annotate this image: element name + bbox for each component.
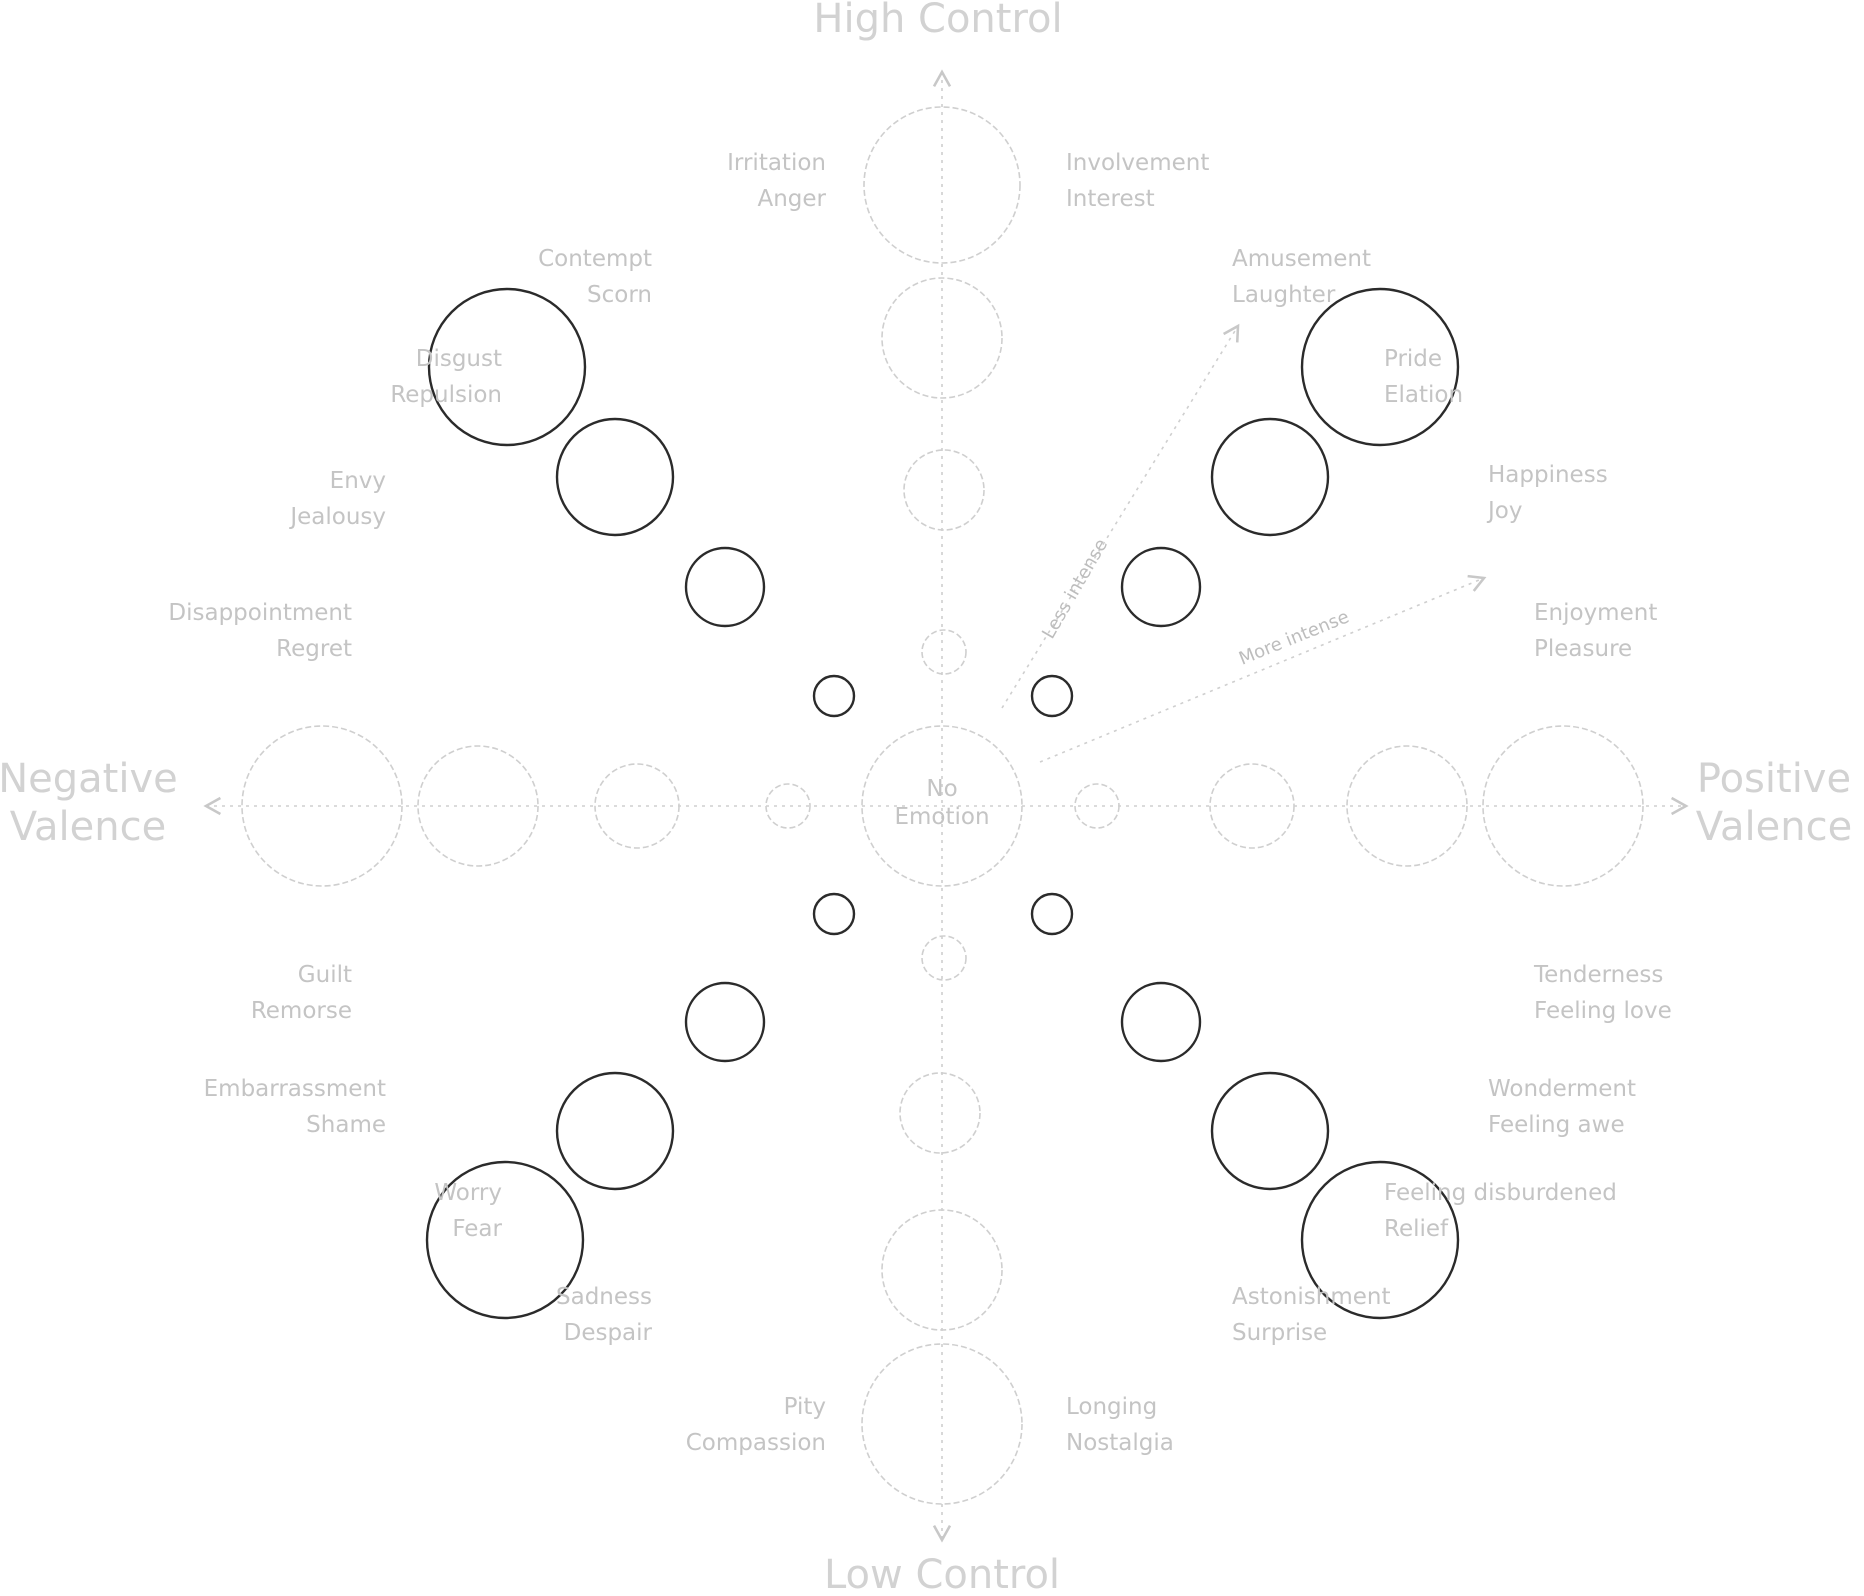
- label-longing-1: Longing: [1066, 1394, 1157, 1420]
- label-contempt-2: Scorn: [587, 282, 652, 308]
- label-pity-1: Pity: [784, 1394, 826, 1420]
- lower-left-circle-2: [684, 981, 766, 1063]
- high-control-circle-2: [903, 449, 985, 531]
- label-embarrassment-2: Shame: [306, 1112, 386, 1138]
- label-enjoyment-2: Pleasure: [1534, 636, 1632, 662]
- lower-left-circle-3: [555, 1071, 675, 1191]
- high-control-circle-4: [863, 106, 1021, 264]
- upper-left-circle-1: [812, 674, 856, 718]
- label-irritation-2: Anger: [757, 186, 826, 212]
- center-label-2: Emotion: [894, 804, 989, 830]
- less-intense-label: Less intense: [1038, 535, 1112, 642]
- lower-right-circle-4: [1300, 1160, 1460, 1320]
- center-label-1: No: [926, 776, 957, 802]
- low-control-circle-3: [881, 1209, 1003, 1331]
- label-pride-2: Elation: [1384, 382, 1463, 408]
- label-contempt-1: Contempt: [538, 246, 652, 272]
- upper-right-circle-3: [1210, 417, 1330, 537]
- upper-left-circle-2: [684, 546, 766, 628]
- upper-right-circle-2: [1120, 546, 1202, 628]
- negative-circle-4: [241, 725, 403, 887]
- label-disgust-2: Repulsion: [390, 382, 502, 408]
- label-tenderness-1: Tenderness: [1533, 962, 1663, 988]
- label-happiness-1: Happiness: [1488, 462, 1608, 488]
- positive-circle-1: [1074, 783, 1120, 829]
- axis-label-right-2: Valence: [1696, 804, 1852, 850]
- label-guilt-2: Remorse: [251, 998, 352, 1024]
- axis-label-top: High Control: [813, 0, 1062, 42]
- axis-label-bottom: Low Control: [824, 1552, 1060, 1596]
- label-involvement-1: Involvement: [1066, 150, 1209, 176]
- negative-circle-2: [594, 763, 680, 849]
- label-disappointment-1: Disappointment: [168, 600, 352, 626]
- label-relief-1: Feeling disburdened: [1384, 1180, 1617, 1206]
- lower-right-circle-1: [1030, 892, 1074, 936]
- label-guilt-1: Guilt: [298, 962, 352, 988]
- positive-circle-2: [1209, 763, 1295, 849]
- axis-label-left-2: Valence: [10, 804, 166, 850]
- lower-right-circle-3: [1210, 1071, 1330, 1191]
- label-disgust-1: Disgust: [416, 346, 502, 372]
- lower-right-circle-2: [1120, 981, 1202, 1063]
- low-control-circle-2: [899, 1072, 981, 1154]
- high-control-circle-3: [881, 277, 1003, 399]
- negative-circle-1: [765, 783, 811, 829]
- label-worry-1: Worry: [434, 1180, 502, 1206]
- label-pride-1: Pride: [1384, 346, 1442, 372]
- label-longing-2: Nostalgia: [1066, 1430, 1174, 1456]
- lower-left-circle-1: [812, 892, 856, 936]
- low-control-circle-1: [921, 935, 967, 981]
- label-sadness-1: Sadness: [556, 1284, 652, 1310]
- label-wonderment-2: Feeling awe: [1488, 1112, 1625, 1138]
- label-astonishment-2: Surprise: [1232, 1320, 1327, 1346]
- less-intense-arrow: [1001, 323, 1240, 709]
- label-happiness-2: Joy: [1486, 498, 1522, 524]
- low-control-circle-4: [861, 1343, 1023, 1505]
- label-embarrassment-1: Embarrassment: [204, 1076, 386, 1102]
- label-disappointment-2: Regret: [276, 636, 352, 662]
- axis-label-right-1: Positive: [1697, 756, 1851, 802]
- positive-circle-3: [1346, 745, 1468, 867]
- label-wonderment-1: Wonderment: [1488, 1076, 1636, 1102]
- label-irritation-1: Irritation: [727, 150, 826, 176]
- label-relief-2: Relief: [1384, 1216, 1449, 1242]
- label-envy-1: Envy: [330, 468, 386, 494]
- negative-circle-3: [417, 745, 539, 867]
- upper-left-circle-4: [427, 287, 587, 447]
- label-astonishment-1: Astonishment: [1232, 1284, 1390, 1310]
- center-circle: [861, 725, 1023, 887]
- label-pity-2: Compassion: [686, 1430, 826, 1456]
- label-enjoyment-1: Enjoyment: [1534, 600, 1657, 626]
- label-sadness-2: Despair: [564, 1320, 653, 1346]
- more-intense-arrow: [1039, 574, 1487, 763]
- axis-label-left-1: Negative: [0, 756, 178, 802]
- label-amusement-1: Amusement: [1232, 246, 1371, 272]
- positive-circle-4: [1482, 725, 1644, 887]
- label-amusement-2: Laughter: [1232, 282, 1336, 308]
- label-envy-2: Jealousy: [288, 504, 386, 530]
- upper-right-circle-4: [1300, 287, 1460, 447]
- more-intense-label: More intense: [1236, 606, 1352, 669]
- lower-left-circle-4: [425, 1160, 585, 1320]
- upper-left-circle-3: [555, 417, 675, 537]
- label-involvement-2: Interest: [1066, 186, 1155, 212]
- high-control-circle-1: [921, 629, 967, 675]
- upper-right-circle-1: [1030, 674, 1074, 718]
- label-worry-2: Fear: [452, 1216, 502, 1242]
- label-tenderness-2: Feeling love: [1534, 998, 1672, 1024]
